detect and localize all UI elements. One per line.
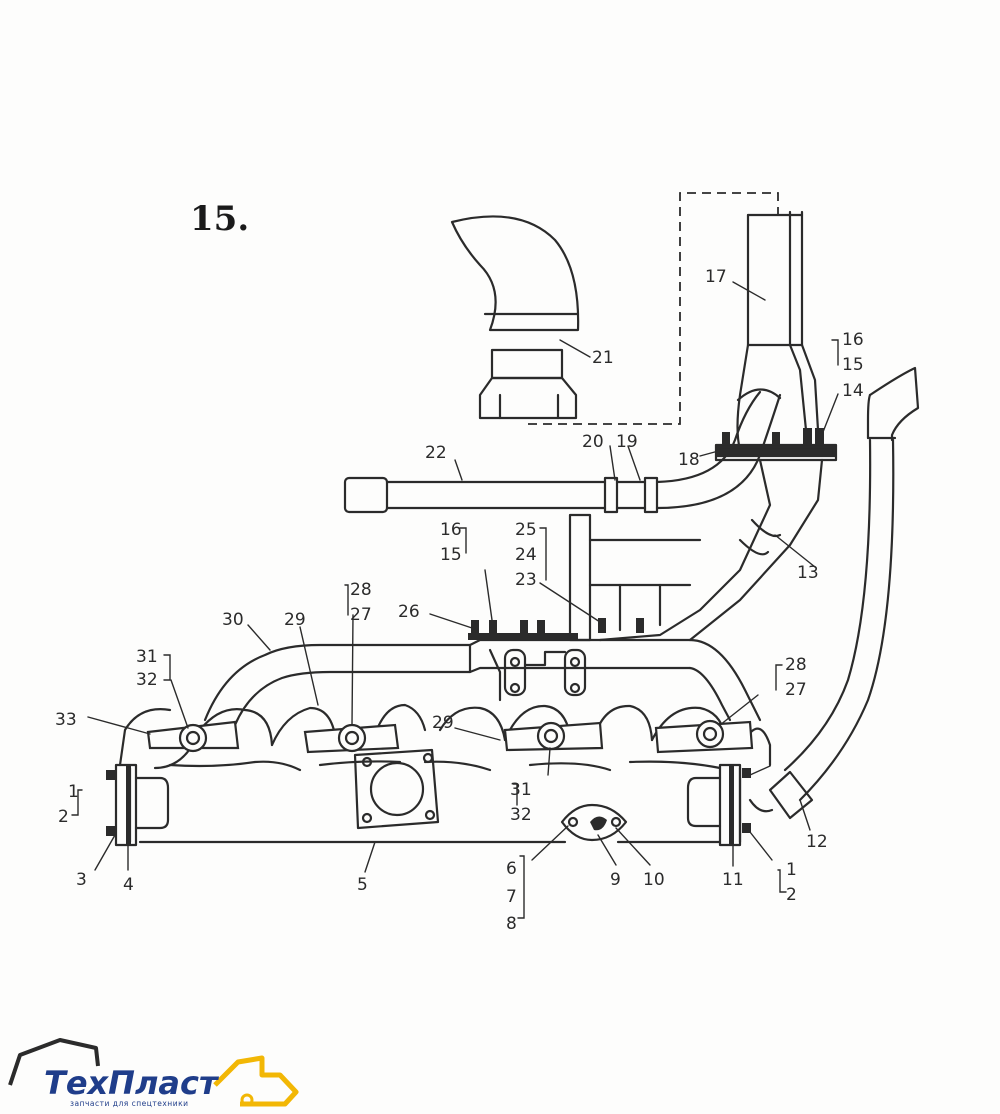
- label-15-mid: 15: [440, 545, 462, 565]
- label-24: 24: [515, 545, 537, 565]
- label-33: 33: [55, 710, 77, 730]
- label-10: 10: [643, 870, 665, 890]
- label-29-top: 29: [284, 610, 306, 630]
- part-30-manifold-pipe: [203, 618, 762, 727]
- label-21: 21: [592, 348, 614, 368]
- label-8: 8: [506, 914, 517, 934]
- part-13-elbow: [568, 428, 838, 642]
- brand-logo: ТехПласт запчасти для спецтехники: [8, 1038, 299, 1108]
- label-32-bottom: 32: [510, 805, 532, 825]
- label-1-left: 1: [68, 782, 79, 802]
- label-3: 3: [76, 870, 87, 890]
- leader-lines: [71, 281, 839, 919]
- label-13: 13: [797, 563, 819, 583]
- brand-name: ТехПласт: [44, 1064, 220, 1102]
- label-27-right: 27: [785, 680, 807, 700]
- label-7: 7: [506, 887, 517, 907]
- label-11: 11: [722, 870, 744, 890]
- label-16-mid: 16: [440, 520, 462, 540]
- label-2-left: 2: [58, 807, 69, 827]
- label-4: 4: [123, 875, 134, 895]
- label-17: 17: [705, 267, 727, 287]
- label-32-left: 32: [136, 670, 158, 690]
- label-31-left: 31: [136, 647, 158, 667]
- label-29-bottom: 29: [432, 713, 454, 733]
- exhaust-ports: [118, 703, 772, 772]
- label-20: 20: [582, 432, 604, 452]
- label-31-bottom: 31: [510, 780, 532, 800]
- label-6: 6: [506, 859, 517, 879]
- label-19: 19: [616, 432, 638, 452]
- part-22-pipe: [343, 388, 782, 514]
- label-9: 9: [610, 870, 621, 890]
- part-5-manifold-body: [106, 748, 751, 847]
- label-14: 14: [842, 381, 864, 401]
- part-21-rain-cap: [450, 215, 580, 420]
- brand-tagline: запчасти для спецтехники: [70, 1099, 189, 1108]
- label-23: 23: [515, 570, 537, 590]
- label-18: 18: [678, 450, 700, 470]
- callout-labels: 17 21 22 20 19 18 16 15 14 13 25 24 23 1…: [55, 267, 864, 934]
- label-27-left: 27: [350, 605, 372, 625]
- label-5: 5: [357, 875, 368, 895]
- dashed-outline: [528, 192, 779, 425]
- label-12: 12: [806, 832, 828, 852]
- label-16-top: 16: [842, 330, 864, 350]
- label-22: 22: [425, 443, 447, 463]
- label-15-top: 15: [842, 355, 864, 375]
- part-17-exhaust-stack: [736, 210, 820, 452]
- part-12-tailpipe: [748, 366, 920, 820]
- label-1-right: 1: [786, 860, 797, 880]
- label-26: 26: [398, 602, 420, 622]
- label-2-right: 2: [786, 885, 797, 905]
- figure-number: 15.: [190, 199, 249, 239]
- label-28-right: 28: [785, 655, 807, 675]
- label-25: 25: [515, 520, 537, 540]
- label-30: 30: [222, 610, 244, 630]
- label-28-left: 28: [350, 580, 372, 600]
